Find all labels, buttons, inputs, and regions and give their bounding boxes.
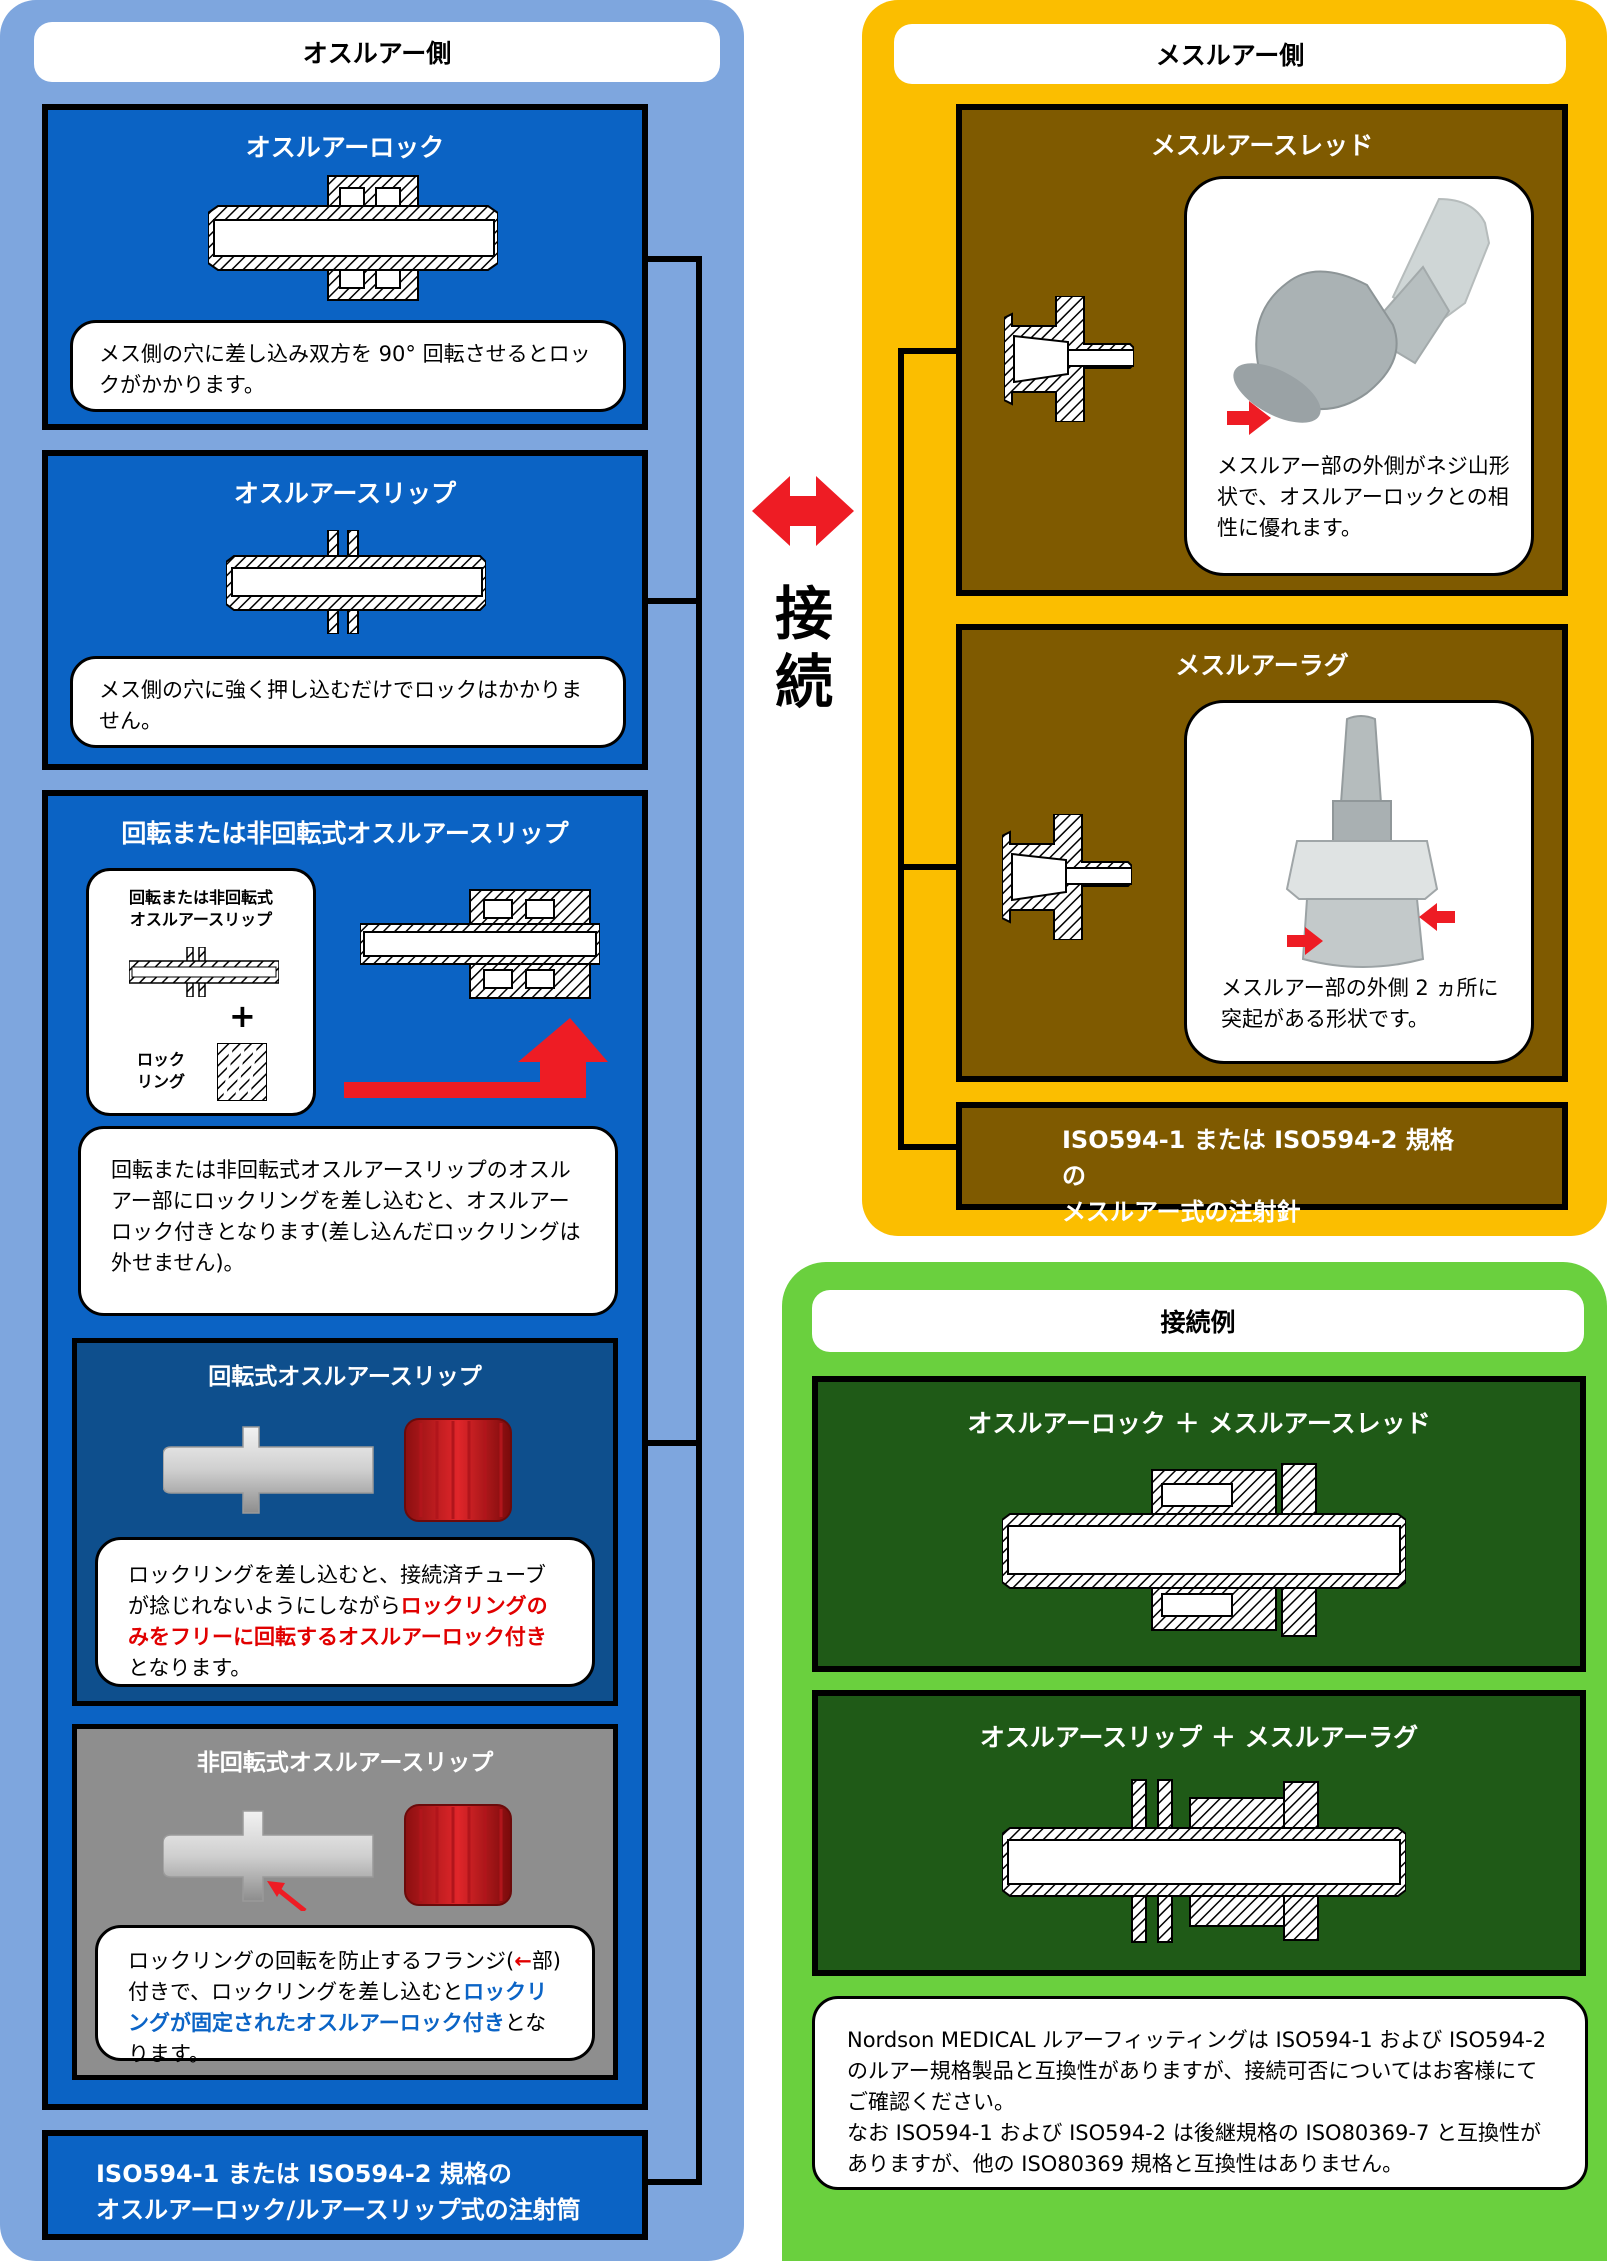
red-arrow-icon xyxy=(1287,927,1323,955)
inset-slip-drawing xyxy=(129,947,279,997)
male-luer-slip-drawing xyxy=(226,530,486,634)
male-luer-lock-box: オスルアーロック メス側の穴に差し込み双方を 90° 回転させるとロックがかかり… xyxy=(42,104,648,430)
syringe-line: オスルアーロック/ルアースリップ式の注射筒 xyxy=(96,2196,581,2224)
male-luer-lock-title: オスルアーロック xyxy=(245,133,445,162)
note-text: 部)付きで、ロックリングを差し込むと xyxy=(128,1949,562,2004)
rotating-slip-box: 回転または非回転式オスルアースリップ 回転または非回転式 オスルアースリップ +… xyxy=(42,790,648,2110)
example-2-title: オスルアースリップ ＋ メスルアーラグ xyxy=(979,1723,1419,1752)
needle-line: メスルアー式の注射針 xyxy=(1062,1198,1301,1226)
female-side-header: メスルアー側 xyxy=(894,24,1566,84)
needle-line: ISO594-1 または ISO594-2 規格の xyxy=(1062,1126,1454,1190)
rotating-type-box: 回転式オスルアースリップ ロックリングを差し込むと、接続済チューブが捻じれないよ… xyxy=(72,1338,618,1706)
male-luer-slip-box: オスルアースリップ メス側の穴に強く押し込むだけでロックはかかりません。 xyxy=(42,450,648,770)
female-lug-photo xyxy=(1285,715,1439,968)
female-thread-note: メスルアー部の外側がネジ山形状で、オスルアーロックとの相性に優れます。 xyxy=(1217,454,1510,540)
connector-line xyxy=(898,348,904,1150)
example-2-box: オスルアースリップ ＋ メスルアーラグ xyxy=(812,1690,1586,1976)
rotating-type-note: ロックリングを差し込むと、接続済チューブが捻じれないようにしながらロックリングの… xyxy=(95,1537,595,1687)
female-thread-box: メスルアースレッド メスルアー部の外側がネジ山形状で、オスルアーロックとの相性に… xyxy=(956,104,1568,596)
rotating-type-photo xyxy=(163,1418,512,1522)
double-arrow-icon xyxy=(752,476,854,546)
connector-line xyxy=(696,256,702,2185)
male-luer-slip-title: オスルアースリップ xyxy=(233,479,457,508)
connector-line xyxy=(898,1144,960,1150)
connector-line xyxy=(898,348,960,354)
note-highlight: ロックリングのみをフリーに回転するオスルアーロック付き xyxy=(128,1594,548,1649)
examples-note-line: なお ISO594-1 および ISO594-2 は後継規格の ISO80369… xyxy=(847,2121,1541,2176)
plus-sign: + xyxy=(229,997,256,1035)
connect-label: 接 続 xyxy=(762,580,846,716)
female-lug-note: メスルアー部の外側 2 ヵ所に突起がある形状です。 xyxy=(1221,976,1499,1031)
example-2-drawing xyxy=(1002,1779,1406,1943)
inset-label-line: オスルアースリップ xyxy=(129,910,273,929)
example-1-drawing xyxy=(1002,1463,1406,1637)
examples-note-line: Nordson MEDICAL ルアーフィッティングは ISO594-1 および… xyxy=(847,2028,1547,2114)
note-highlight: ロックリングが固定されたオスルアーロック付き xyxy=(128,1980,548,2035)
male-luer-slip-note: メス側の穴に強く押し込むだけでロックはかかりません。 xyxy=(70,656,626,748)
examples-note: Nordson MEDICAL ルアーフィッティングは ISO594-1 および… xyxy=(812,1996,1588,2190)
connect-char: 接 xyxy=(774,580,833,648)
male-side-header: オスルアー側 xyxy=(34,22,720,82)
assembled-slip-drawing xyxy=(360,889,600,999)
non-rotating-type-box: 非回転式オスルアースリップ ロックリングの回転を防止するフランジ(←部)付きで、… xyxy=(72,1724,618,2080)
female-lug-photo-card: メスルアー部の外側 2 ヵ所に突起がある形状です。 xyxy=(1184,700,1534,1064)
female-lug-title: メスルアーラグ xyxy=(1175,651,1349,680)
red-arrow-icon xyxy=(1227,401,1271,435)
non-rotating-type-note: ロックリングの回転を防止するフランジ(←部)付きで、ロックリングを差し込むとロッ… xyxy=(95,1925,595,2066)
connector-line xyxy=(648,256,700,262)
parts-inset: 回転または非回転式 オスルアースリップ + ロック リング xyxy=(86,868,316,1116)
rotating-slip-note: 回転または非回転式オスルアースリップのオスルアー部にロックリングを差し込むと、オ… xyxy=(78,1126,618,1316)
inset-label: 回転または非回転式 オスルアースリップ xyxy=(89,887,313,931)
note-text: となります。 xyxy=(128,2011,547,2066)
rotating-type-title: 回転式オスルアースリップ xyxy=(208,1364,482,1390)
note-text: ロックリングを差し込むと、接続済チューブが捻じれないようにしながら xyxy=(128,1563,546,1618)
female-needle-box: ISO594-1 または ISO594-2 規格の メスルアー式の注射針 xyxy=(956,1102,1568,1226)
example-1-box: オスルアーロック ＋ メスルアースレッド xyxy=(812,1376,1586,1672)
non-rotating-type-title: 非回転式オスルアースリップ xyxy=(196,1750,494,1776)
male-luer-lock-drawing xyxy=(208,175,498,301)
ring-label-line: リング xyxy=(137,1072,186,1091)
note-text: となります。 xyxy=(128,1656,252,1680)
ring-label-line: ロック xyxy=(137,1050,186,1069)
female-lug-box: メスルアーラグ メスルアー部の外側 2 ヵ所に突起がある形状です。 xyxy=(956,624,1568,1082)
example-1-title: オスルアーロック ＋ メスルアースレッド xyxy=(967,1409,1431,1438)
syringe-line: ISO594-1 または ISO594-2 規格の xyxy=(96,2160,512,2188)
rotating-slip-title: 回転または非回転式オスルアースリップ xyxy=(121,819,569,848)
female-thread-drawing xyxy=(1004,296,1134,422)
connector-line xyxy=(648,598,700,604)
female-lug-drawing xyxy=(1002,814,1132,940)
note-text: ロックリングの回転を防止するフランジ( xyxy=(128,1949,515,1973)
red-arrow-icon xyxy=(1419,903,1455,931)
female-thread-title: メスルアースレッド xyxy=(1150,131,1374,160)
male-syringe-box: ISO594-1 または ISO594-2 規格の オスルアーロック/ルアースリ… xyxy=(42,2130,648,2240)
examples-header: 接続例 xyxy=(812,1290,1584,1352)
connect-char: 続 xyxy=(774,648,833,716)
connector-line xyxy=(648,2179,700,2185)
non-rotating-type-photo xyxy=(163,1804,512,1911)
connector-line xyxy=(898,864,960,870)
assembly-arrow xyxy=(344,1018,608,1098)
male-luer-lock-note: メス側の穴に差し込み双方を 90° 回転させるとロックがかかります。 xyxy=(70,320,626,412)
ring-label: ロック リング xyxy=(137,1049,185,1093)
note-arrow: ← xyxy=(514,1949,532,1973)
connector-line xyxy=(648,1440,700,1446)
inset-label-line: 回転または非回転式 xyxy=(128,888,273,907)
lock-ring-drawing xyxy=(217,1043,267,1101)
female-thread-photo-card: メスルアー部の外側がネジ山形状で、オスルアーロックとの相性に優れます。 xyxy=(1184,176,1534,576)
female-thread-photo xyxy=(1233,197,1491,423)
